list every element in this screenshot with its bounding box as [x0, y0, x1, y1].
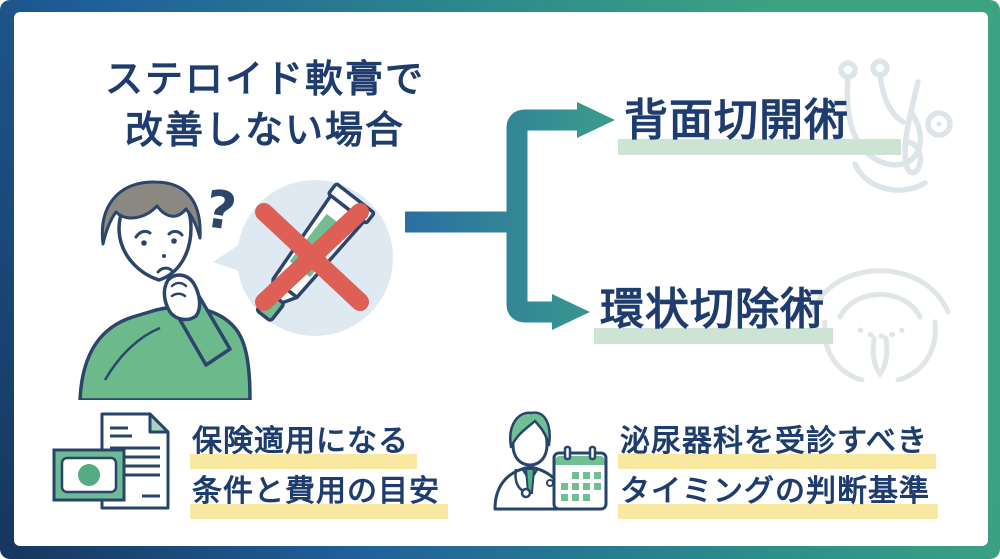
heading-line-1: ステロイド軟膏で [104, 57, 425, 101]
doctor-calendar-icon [493, 411, 608, 511]
urology-line-2: タイミングの判断基準 [618, 469, 938, 519]
doctor-icon [493, 411, 567, 511]
option-dorsal-incision-label: 背面切開術 [624, 95, 849, 146]
calendar-icon [552, 445, 608, 511]
option-circumcision-label: 環状切除術 [600, 284, 825, 335]
insurance-line-2: 条件と費用の目安 [190, 469, 448, 519]
option-circumcision: 環状切除術 [594, 283, 833, 345]
person-figure [78, 180, 252, 400]
option-dorsal-incision: 背面切開術 [618, 94, 901, 156]
face-features [134, 229, 184, 274]
heading-line-2: 改善しない場合 [124, 108, 405, 152]
urology-line-1: 泌尿器科を受診すべき [618, 419, 936, 469]
banknote-document-icon [52, 412, 170, 510]
question-mark: ? [202, 179, 240, 243]
branch-arrow [405, 102, 615, 330]
footer-item-insurance: 保険適用になる 条件と費用の目安 [190, 419, 448, 519]
cross-icon [255, 203, 369, 311]
page-title: ステロイド軟膏で 改善しない場合 [65, 54, 465, 156]
insurance-line-1: 保険適用になる [190, 419, 417, 469]
arrowhead-bottom [552, 294, 590, 330]
footer-item-urology: 泌尿器科を受診すべき タイミングの判断基準 [618, 419, 938, 519]
banknote-icon [52, 448, 126, 502]
arrowhead-top [577, 102, 615, 138]
thinking-man-illustration: ? [78, 179, 393, 400]
